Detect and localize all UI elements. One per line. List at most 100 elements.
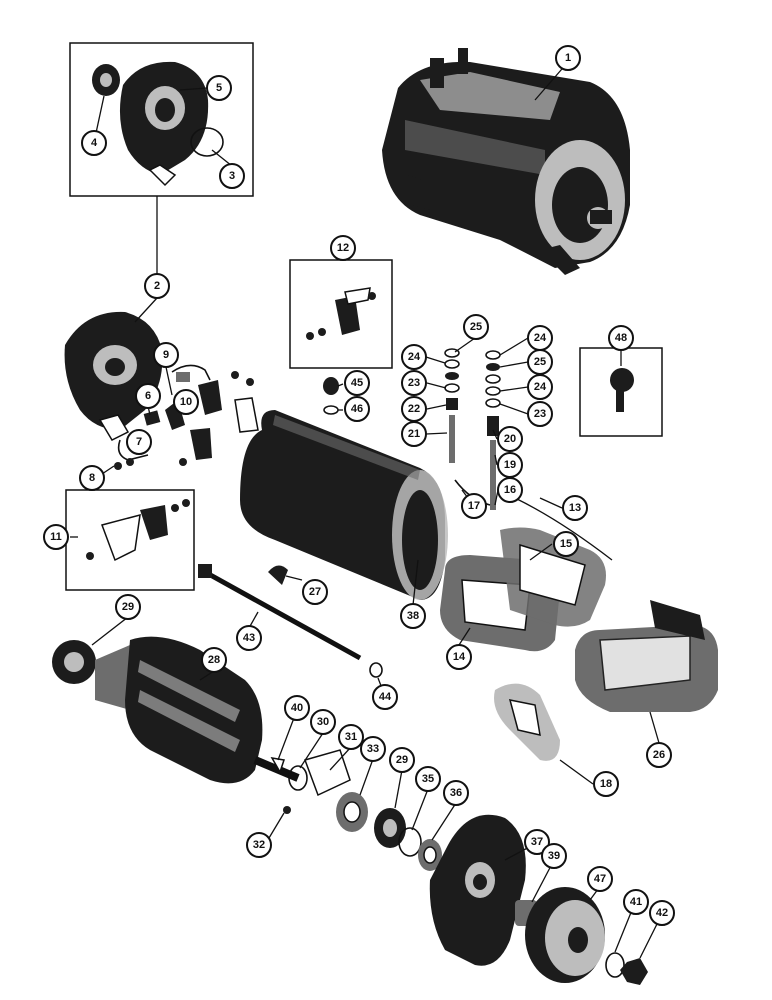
armature [52,636,300,784]
callout-47: 47 [587,866,613,892]
field-frame [240,410,448,600]
callout-4: 4 [81,130,107,156]
brush-kit-box [65,489,195,591]
svg-text:15: 15 [560,538,572,550]
callout-45: 45 [344,370,370,396]
svg-text:3: 3 [229,170,235,182]
svg-text:21: 21 [408,428,420,440]
svg-text:20: 20 [504,433,516,445]
callout-24-right-mid: 24 [527,374,553,400]
callout-25-right: 25 [527,349,553,375]
callout-11: 11 [43,524,69,550]
svg-text:44: 44 [379,691,392,703]
svg-text:7: 7 [136,436,142,448]
callout-26: 26 [646,742,672,768]
svg-text:33: 33 [367,743,379,755]
svg-text:39: 39 [548,850,560,862]
svg-text:2: 2 [154,280,160,292]
pole-shoe-screw [323,377,339,415]
brush-holder-kit-box [289,259,393,369]
callout-bubbles: 1 2 3 4 5 6 7 8 9 10 11 12 13 14 15 16 1… [43,45,675,926]
svg-text:29: 29 [396,754,408,766]
callout-38: 38 [400,603,426,629]
callout-39: 39 [541,843,567,869]
svg-text:45: 45 [351,377,363,389]
callout-19: 19 [497,452,523,478]
svg-text:40: 40 [291,702,303,714]
oil-screw [268,565,288,585]
callout-7: 7 [126,429,152,455]
svg-text:29: 29 [122,601,134,613]
svg-text:19: 19 [504,459,516,471]
svg-text:37: 37 [531,836,543,848]
brush-holder-parts [114,364,259,470]
callout-42: 42 [649,900,675,926]
callout-16: 16 [497,477,523,503]
field-coils [440,527,606,652]
callout-17: 17 [461,493,487,519]
callout-41: 41 [623,889,649,915]
svg-text:24: 24 [534,332,547,344]
svg-text:25: 25 [534,356,546,368]
callout-10: 10 [173,389,199,415]
svg-text:47: 47 [594,873,606,885]
svg-text:24: 24 [408,351,421,363]
svg-text:24: 24 [534,381,547,393]
svg-text:25: 25 [470,321,482,333]
callout-44: 44 [372,684,398,710]
svg-text:35: 35 [422,773,434,785]
cover-band [575,600,718,712]
callout-13: 13 [562,495,588,521]
svg-text:41: 41 [630,896,642,908]
svg-text:13: 13 [569,502,581,514]
drive-end-frame [429,814,526,966]
callout-27: 27 [302,579,328,605]
callout-21: 21 [401,421,427,447]
svg-text:16: 16 [504,484,516,496]
svg-text:11: 11 [50,531,62,543]
svg-text:17: 17 [468,500,480,512]
callout-43: 43 [236,625,262,651]
callout-5: 5 [206,75,232,101]
callout-22: 22 [401,396,427,422]
svg-text:43: 43 [243,632,255,644]
svg-text:36: 36 [450,787,462,799]
callout-18: 18 [593,771,619,797]
callout-9: 9 [153,342,179,368]
svg-text:32: 32 [253,839,265,851]
callout-24-left: 24 [401,344,427,370]
callout-20: 20 [497,426,523,452]
svg-text:18: 18 [600,778,612,790]
callout-2: 2 [144,273,170,299]
insulator [494,683,560,761]
callout-33: 33 [360,736,386,762]
generator-assembly [382,48,630,275]
callout-30: 30 [310,709,336,735]
svg-text:23: 23 [408,377,420,389]
svg-text:38: 38 [407,610,419,622]
terminal-hardware [444,348,501,510]
svg-text:27: 27 [309,586,321,598]
svg-text:23: 23 [534,408,546,420]
shaft-hardware [270,749,442,871]
callout-36: 36 [443,780,469,806]
callout-24-right-top: 24 [527,325,553,351]
svg-text:48: 48 [615,332,627,344]
callout-3: 3 [219,163,245,189]
callout-48: 48 [608,325,634,351]
svg-text:26: 26 [653,749,665,761]
callout-8: 8 [79,465,105,491]
callout-32: 32 [246,832,272,858]
svg-text:22: 22 [408,403,420,415]
svg-text:30: 30 [317,716,329,728]
svg-text:14: 14 [453,651,466,663]
callout-29-right: 29 [389,747,415,773]
svg-text:5: 5 [216,82,222,94]
svg-text:12: 12 [337,242,349,254]
callout-25-top: 25 [463,314,489,340]
svg-text:6: 6 [145,390,151,402]
lock-washer-44 [369,662,383,678]
svg-text:31: 31 [345,731,357,743]
callout-29-left: 29 [115,594,141,620]
